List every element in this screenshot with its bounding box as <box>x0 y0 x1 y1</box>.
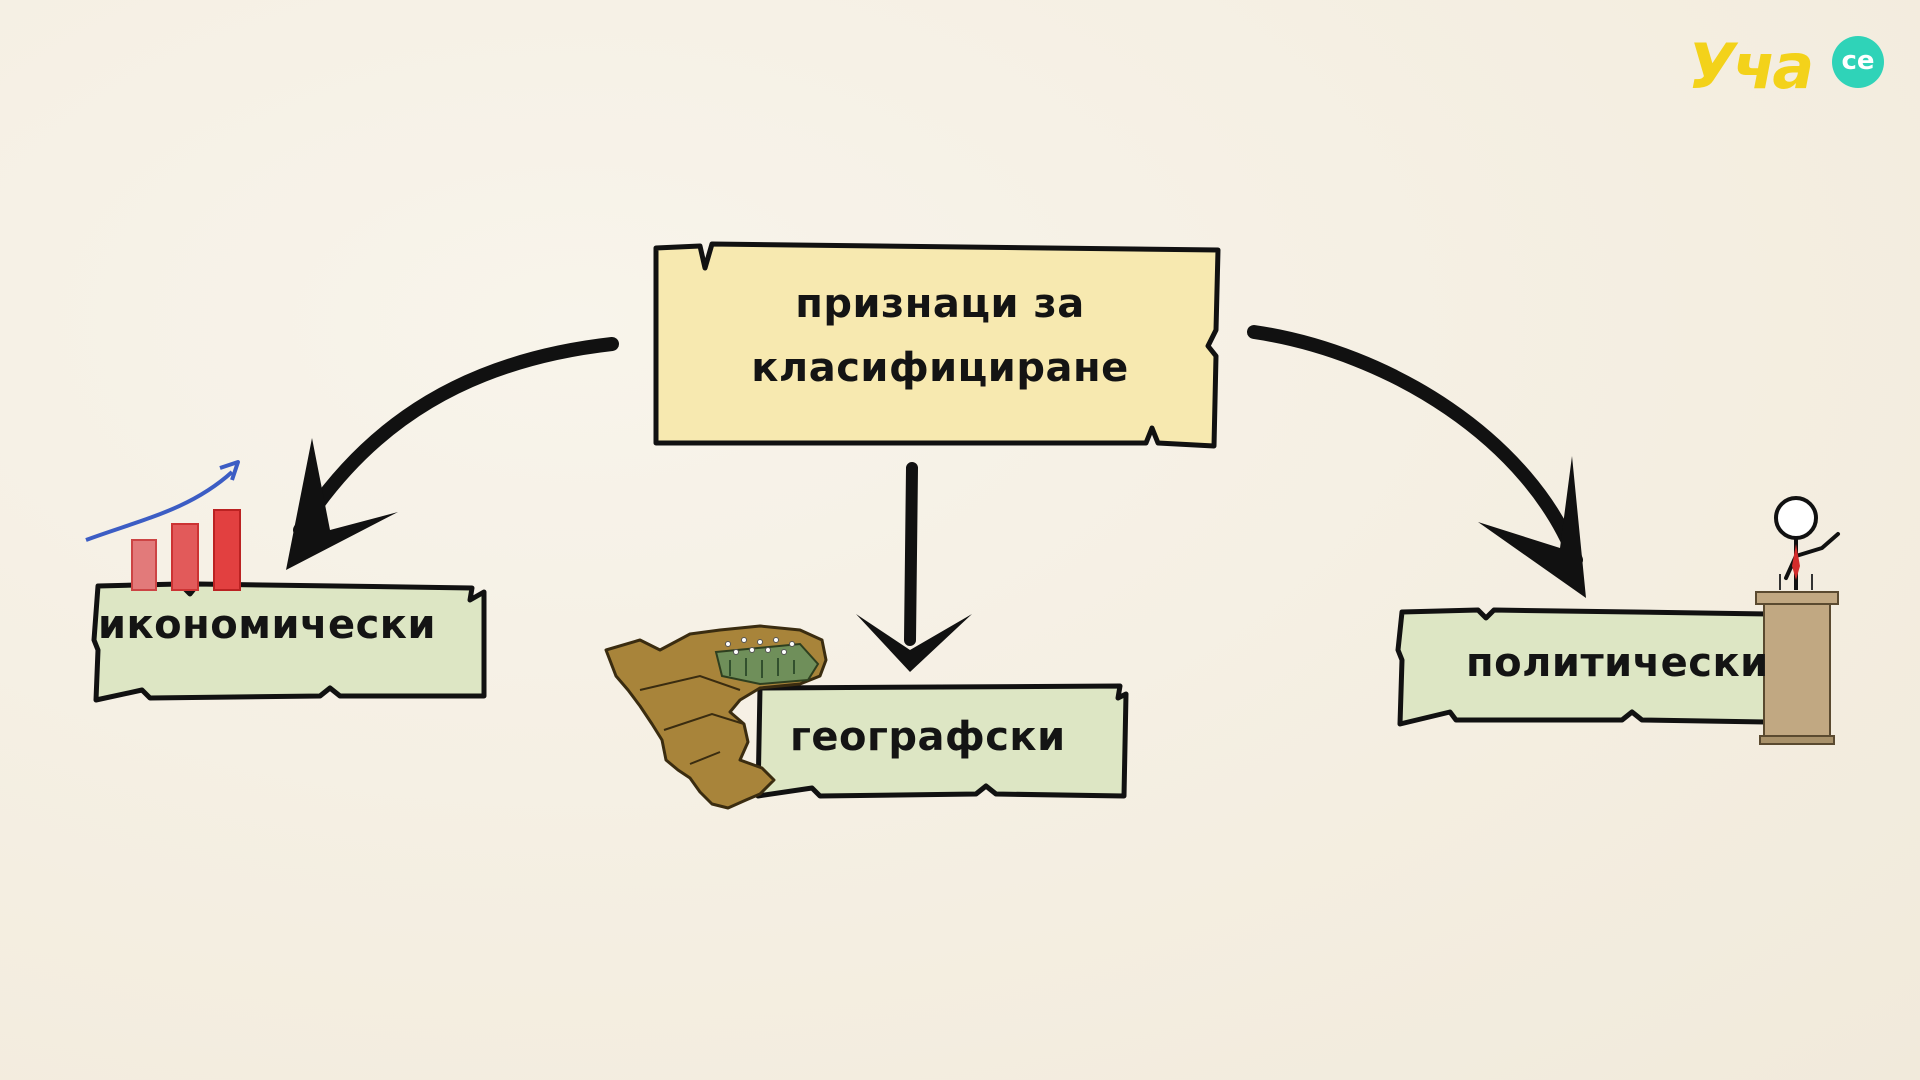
arrow-to-geographic <box>856 462 972 672</box>
geographic-parchment-box <box>755 683 1129 799</box>
logo-badge: се <box>1832 36 1884 88</box>
logo-wordmark: Уча <box>1688 30 1814 103</box>
bar-chart-growth-icon <box>85 460 241 591</box>
brand-logo: Уча се <box>1688 28 1888 108</box>
speaker-podium-icon <box>1755 496 1840 745</box>
geographic-node-label: географски <box>790 714 1066 760</box>
region-map-icon <box>604 624 828 810</box>
political-parchment-box <box>1395 607 1771 727</box>
arrow-to-economic <box>286 337 619 570</box>
political-node-label: политически <box>1466 640 1769 686</box>
arrow-to-political <box>1247 325 1586 598</box>
main-parchment-box <box>653 241 1221 449</box>
center-node-label: признаци за класифициране <box>751 281 1129 391</box>
economic-node-label: икономически <box>98 602 436 648</box>
